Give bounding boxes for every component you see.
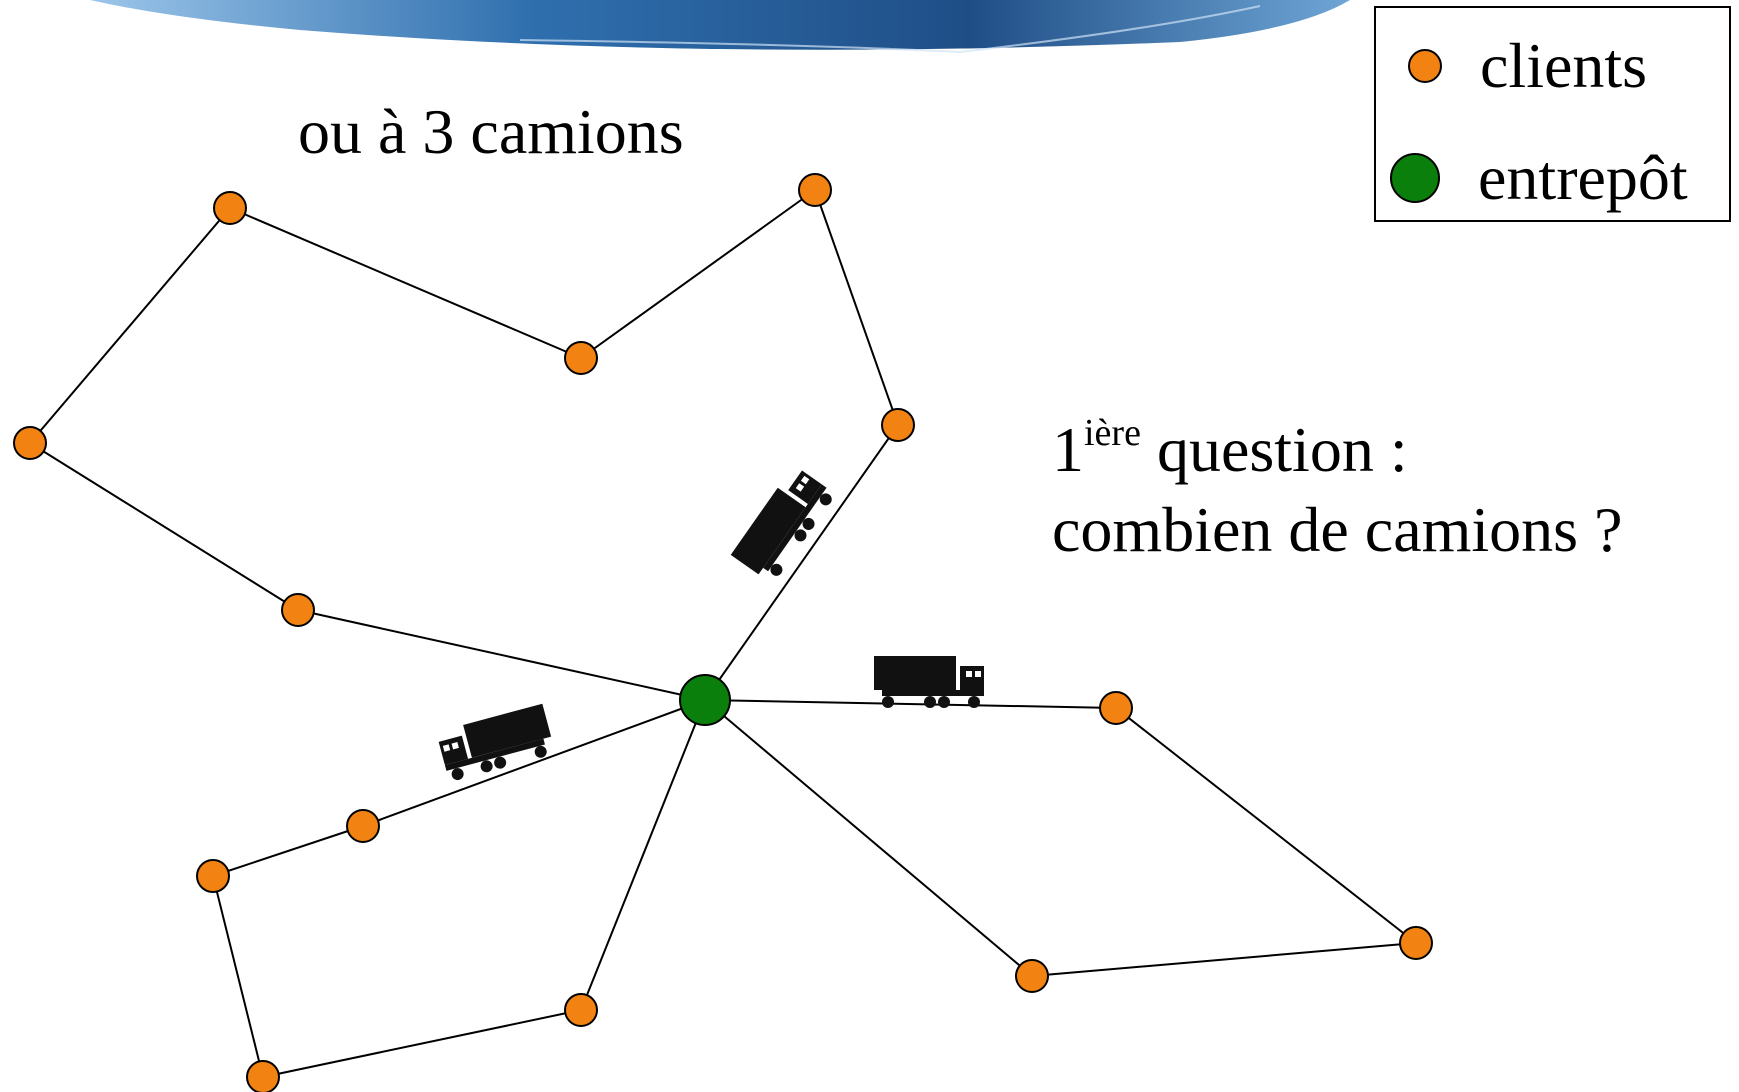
question-number: 1 [1052, 414, 1084, 485]
question-superscript: ière [1084, 412, 1141, 454]
question-label: question : [1140, 414, 1408, 485]
route-edge [212, 825, 364, 877]
client-node [281, 593, 315, 627]
route-edge [704, 424, 899, 701]
route-edge [814, 189, 899, 426]
question-text: 1ière question : combien de camions ? [1052, 410, 1622, 570]
client-node [1015, 959, 1049, 993]
client-node [1099, 691, 1133, 725]
client-node [564, 993, 598, 1027]
client-node-icon [1408, 49, 1442, 83]
route-nodes [13, 173, 1433, 1092]
client-node [1399, 926, 1433, 960]
route-edge [262, 1009, 582, 1078]
question-line-2: combien de camions ? [1052, 494, 1623, 565]
truck-icon [436, 703, 556, 783]
route-edge [580, 189, 816, 359]
route-edges [29, 189, 1417, 1078]
truck-icon [874, 656, 984, 708]
route-edge [1031, 942, 1417, 977]
route-edge [212, 875, 264, 1078]
route-edge [580, 699, 706, 1011]
legend-row-depot: entrepôt [1376, 142, 1688, 214]
client-node [564, 341, 598, 375]
header-banner [90, 0, 1350, 50]
client-node [881, 408, 915, 442]
route-edge [29, 207, 231, 444]
legend-label-depot: entrepôt [1478, 142, 1688, 213]
route-edge [229, 207, 582, 359]
route-edge [362, 699, 706, 827]
trucks [436, 464, 984, 783]
client-node [798, 173, 832, 207]
legend-row-clients: clients [1376, 30, 1647, 102]
truck-icon [730, 464, 837, 585]
route-edge [1115, 707, 1417, 944]
legend-label-clients: clients [1480, 30, 1648, 101]
depot-node [679, 674, 731, 726]
question-line-1: 1ière question : [1052, 410, 1622, 490]
route-edge [704, 699, 1117, 709]
route-edge [297, 609, 706, 701]
legend: clients entrepôt [1374, 6, 1731, 222]
slide-title: ou à 3 camions [298, 96, 684, 167]
route-edge [704, 699, 1033, 977]
client-node [13, 426, 47, 460]
header-banner-highlight [519, 5, 1261, 54]
client-node [346, 809, 380, 843]
route-edge [29, 442, 299, 611]
client-node [213, 191, 247, 225]
client-node [196, 859, 230, 893]
depot-node-icon [1390, 153, 1440, 203]
client-node [246, 1060, 280, 1092]
